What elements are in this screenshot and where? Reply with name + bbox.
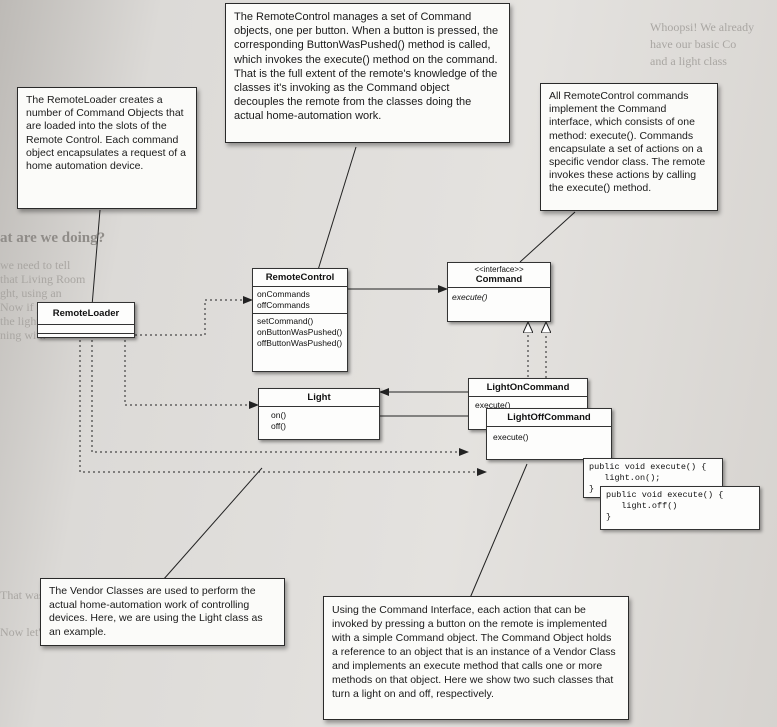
method-on-button-pushed: onButtonWasPushed() bbox=[257, 327, 343, 337]
method-light-on: on() bbox=[271, 410, 287, 420]
dep-loader-on bbox=[91, 335, 469, 456]
class-light-name: Light bbox=[259, 389, 379, 407]
class-remote-loader-name: RemoteLoader bbox=[38, 303, 134, 325]
class-light-on-command-name: LightOnCommand bbox=[469, 379, 587, 397]
class-light-off-command-methods: execute() bbox=[487, 427, 611, 448]
class-remote-control-methods: setCommand() onButtonWasPushed() offButt… bbox=[253, 314, 347, 351]
class-remote-control: RemoteControl onCommands offCommands set… bbox=[252, 268, 348, 372]
class-light-off-command: LightOffCommand execute() bbox=[486, 408, 612, 460]
note-vendor: The Vendor Classes are used to perform t… bbox=[40, 578, 285, 646]
class-remote-loader-methods bbox=[38, 334, 134, 342]
pointer-command-interface bbox=[469, 463, 528, 599]
bg-text-3: and a light class bbox=[650, 54, 727, 68]
attr-on-commands: onCommands bbox=[257, 289, 310, 299]
code-off-line-1: public void execute() { bbox=[606, 490, 724, 500]
note-commands: All RemoteControl commands implement the… bbox=[540, 83, 718, 211]
bg-para-1: we need to tell bbox=[0, 258, 71, 272]
class-remote-control-name: RemoteControl bbox=[253, 269, 347, 287]
attr-off-commands: offCommands bbox=[257, 300, 310, 310]
class-command-interface: <<interface>> Command execute() bbox=[447, 262, 551, 322]
class-light: Light on() off() bbox=[258, 388, 380, 440]
class-command-header: <<interface>> Command bbox=[448, 263, 550, 288]
method-off-execute: execute() bbox=[493, 432, 529, 442]
pointer-commands bbox=[519, 211, 576, 263]
pointer-vendor bbox=[162, 467, 263, 581]
dep-loader-light bbox=[124, 335, 259, 409]
pointer-remote-control bbox=[317, 146, 357, 271]
class-light-on-command-methods: execute() bbox=[469, 397, 587, 414]
code-light-off: public void execute() { light.off() } bbox=[600, 486, 760, 530]
bg-text-2: have our basic Co bbox=[650, 37, 737, 51]
note-remote-loader: The RemoteLoader creates a number of Com… bbox=[17, 87, 197, 209]
note-remote-control: The RemoteControl manages a set of Comma… bbox=[225, 3, 510, 143]
bg-lower-2: Now let's bbox=[0, 625, 46, 639]
code-on-line-3: } bbox=[589, 484, 595, 494]
class-light-methods: on() off() bbox=[259, 407, 379, 435]
bg-text-1: Whoopsi! We already bbox=[650, 20, 755, 34]
bg-lower-1: That was bbox=[0, 588, 44, 602]
bg-para-6: ning with bbox=[0, 328, 46, 342]
interface-stereotype: <<interface>> bbox=[474, 265, 524, 274]
class-remote-loader-attrs bbox=[38, 325, 134, 334]
dep-loader-off bbox=[79, 335, 487, 476]
note-command-interface: Using the Command Interface, each action… bbox=[323, 596, 629, 720]
method-set-command: setCommand() bbox=[257, 316, 314, 326]
class-remote-loader: RemoteLoader bbox=[37, 302, 135, 338]
class-command-name: Command bbox=[475, 274, 523, 285]
method-off-button-pushed: offButtonWasPushed() bbox=[257, 338, 343, 348]
code-on-line-2: light.on(); bbox=[589, 473, 661, 483]
bg-para-3: ght, using an bbox=[0, 286, 62, 300]
code-on-line-1: public void execute() { bbox=[589, 462, 707, 472]
bg-para-2: that Living Room bbox=[0, 272, 86, 286]
method-on-execute: execute() bbox=[475, 400, 511, 410]
method-light-off: off() bbox=[271, 421, 286, 431]
class-remote-control-attrs: onCommands offCommands bbox=[253, 287, 347, 314]
class-light-off-command-name: LightOffCommand bbox=[487, 409, 611, 427]
code-off-line-3: } bbox=[606, 512, 612, 522]
code-off-line-2: light.off() bbox=[606, 501, 678, 511]
class-command-methods: execute() bbox=[448, 288, 550, 307]
pointer-remote-loader bbox=[91, 209, 101, 307]
dep-loader-remote bbox=[125, 296, 253, 336]
method-command-execute: execute() bbox=[452, 292, 488, 302]
bg-heading: at are we doing? bbox=[0, 230, 106, 246]
